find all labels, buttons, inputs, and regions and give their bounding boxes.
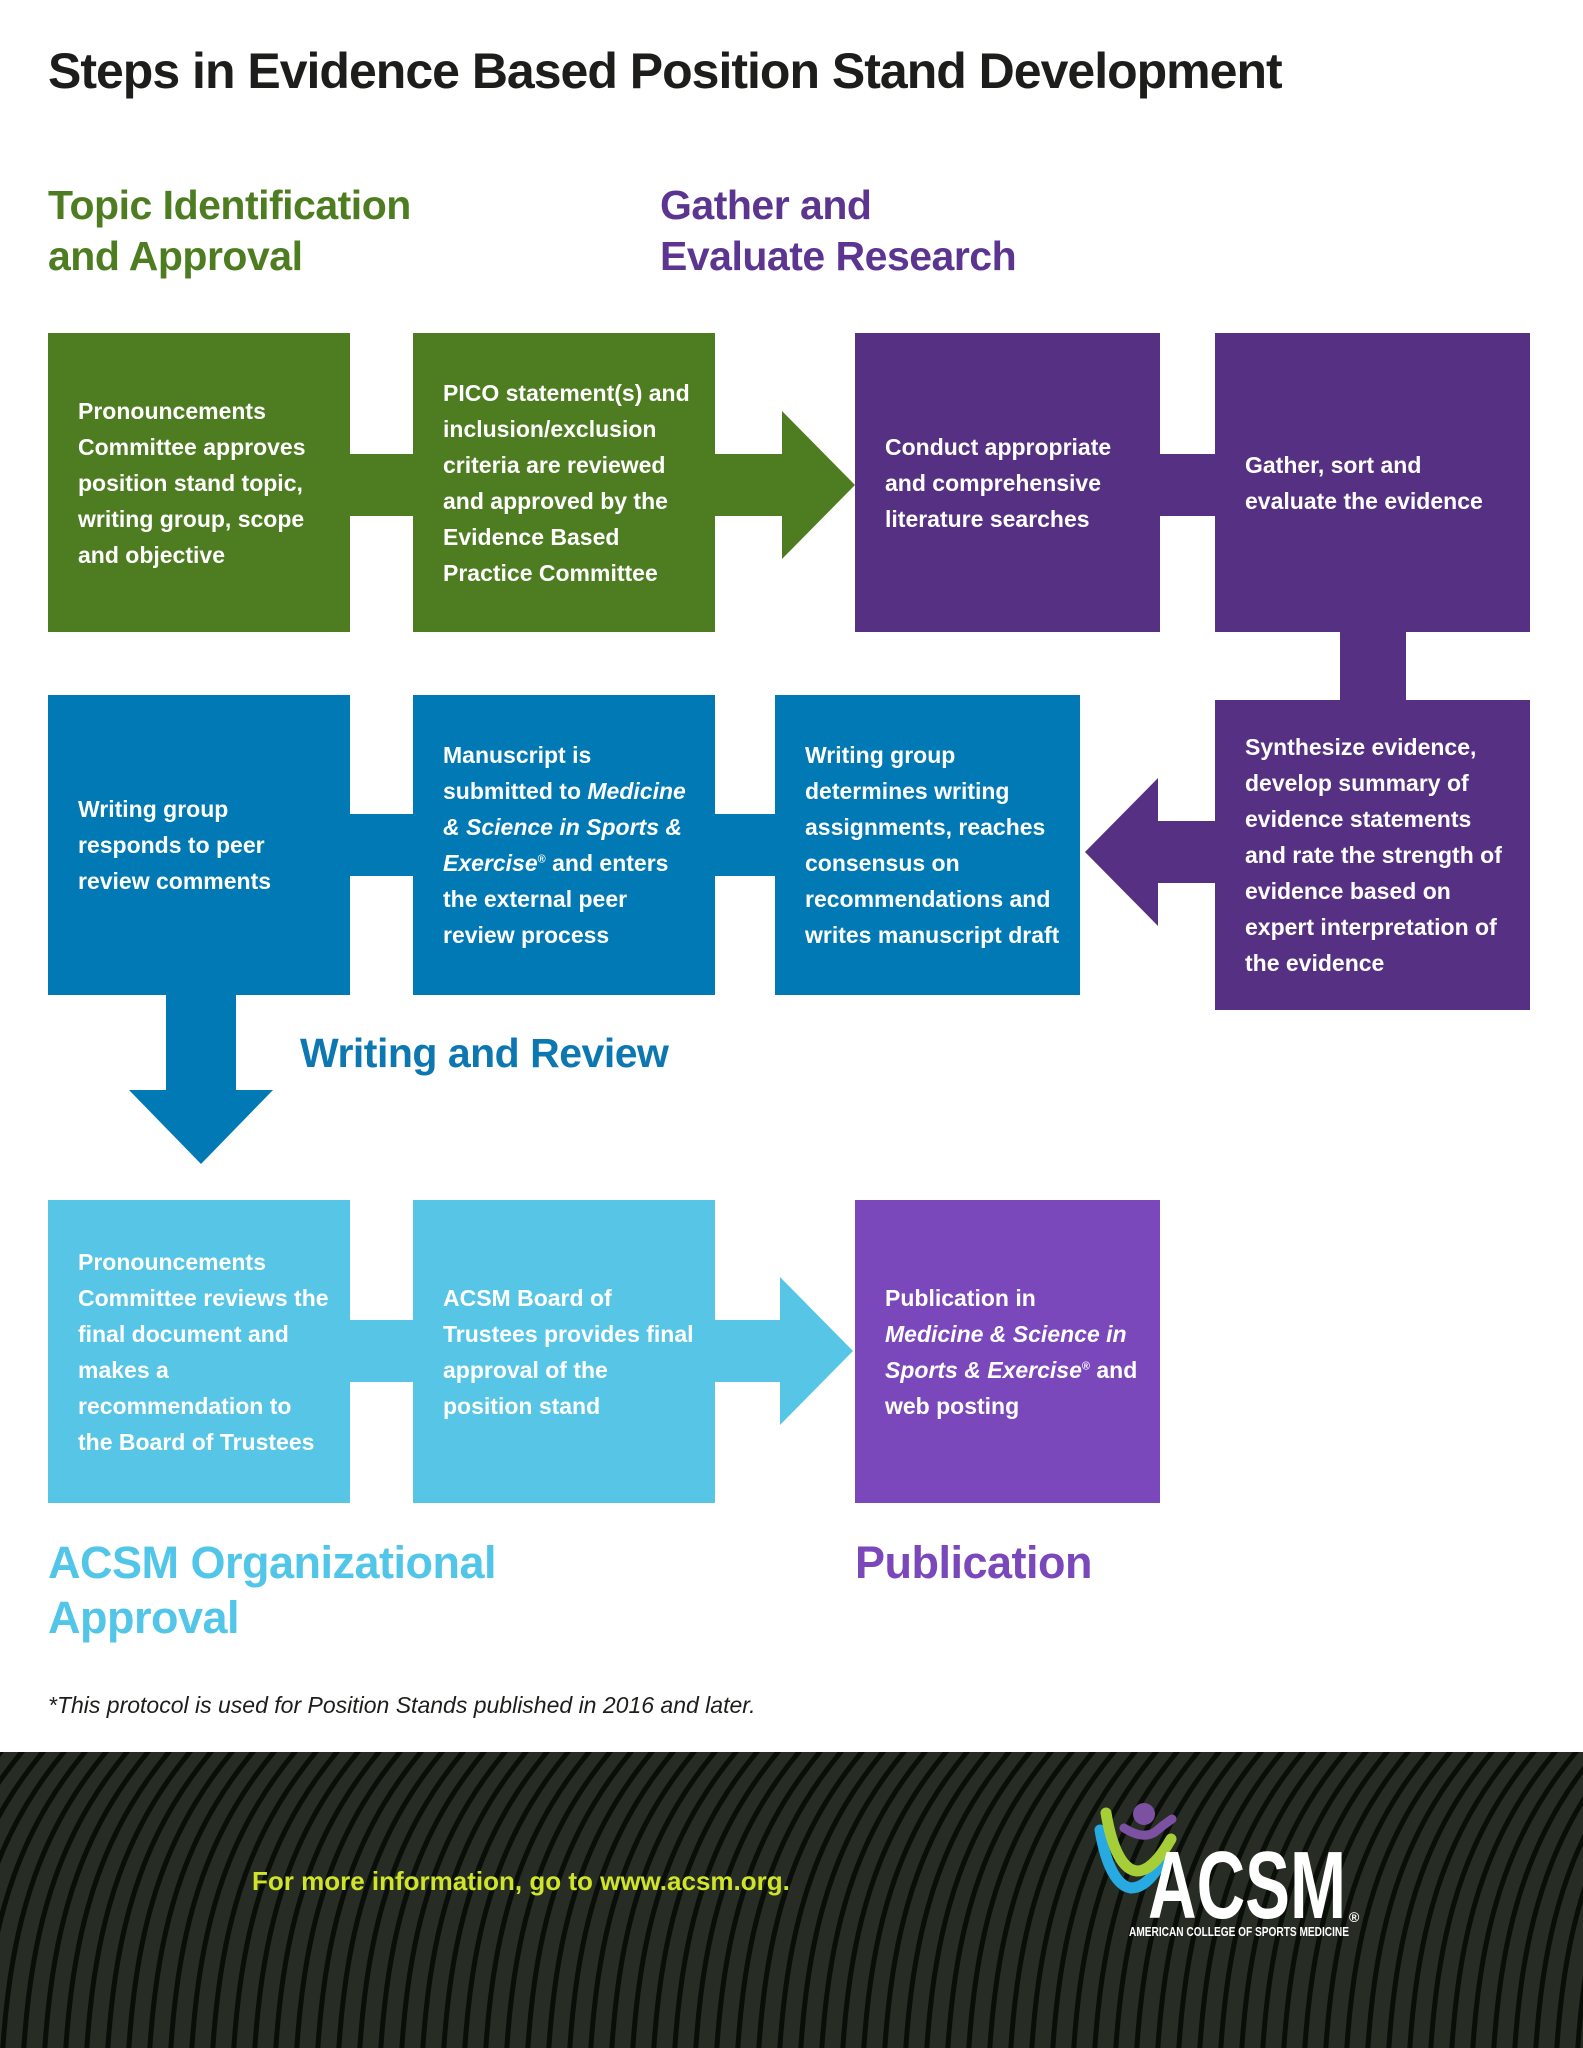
registered-mark: ® <box>1081 1359 1090 1372</box>
flow-box-text: Synthesize evidence, develop summary of … <box>1245 734 1502 976</box>
flow-box-manuscript-submitted: Manuscript is submitted to Medicine & Sc… <box>413 695 715 995</box>
flow-box-pronouncements-reviews: Pronouncements Committee reviews the fin… <box>48 1200 350 1503</box>
logo-blue-swoosh-icon <box>1094 1824 1170 1894</box>
footer-grain-pattern <box>0 1752 1583 2048</box>
connector-lightblue-bridge <box>350 1320 413 1382</box>
flow-box-publication: Publication in Medicine & Science in Spo… <box>855 1200 1160 1503</box>
flow-box-pronouncements-approves: Pronouncements Committee approves positi… <box>48 333 350 632</box>
flow-box-text: Writing group responds to peer review co… <box>78 796 272 894</box>
connector-green-bridge <box>350 454 413 516</box>
section-heading-acsm-approval: ACSM Organizational Approval <box>48 1537 497 1643</box>
flow-box-literature-searches: Conduct appropriate and comprehensive li… <box>855 333 1160 632</box>
flow-box-board-approval: ACSM Board of Trustees provides final ap… <box>413 1200 715 1503</box>
section-heading-gather-evaluate: Gather and Evaluate Research <box>660 182 1017 279</box>
flow-box-pico-statements: PICO statement(s) and inclusion/exclusio… <box>413 333 715 632</box>
flow-box-text: Pronouncements Committee reviews the fin… <box>78 1248 329 1455</box>
connector-purple-down <box>1340 630 1406 702</box>
arrow-right-lightblue-shaft <box>715 1320 780 1382</box>
footer-info-text: For more information, go to www.acsm.org… <box>252 1866 790 1896</box>
journal-name: Medicine & Science in Sports & Exercise <box>443 778 686 876</box>
flow-box-text: Publication in Medicine & Science in Spo… <box>885 1280 1140 1424</box>
page-title: Steps in Evidence Based Position Stand D… <box>48 43 1283 99</box>
logo-figure-head-icon <box>1133 1803 1155 1825</box>
flow-box-text: Pronouncements Committee approves positi… <box>78 397 306 568</box>
arrow-right-green-shaft <box>715 454 782 516</box>
flow-box-gather-sort-evaluate: Gather, sort and evaluate the evidence <box>1215 333 1530 632</box>
registered-mark: ® <box>537 853 546 866</box>
arrow-right-green-icon <box>782 411 855 559</box>
footnote: *This protocol is used for Position Stan… <box>48 1692 756 1718</box>
arrow-down-blue-icon <box>129 1090 273 1164</box>
connector-blue-bridge <box>350 814 413 876</box>
text-segment: Publication in <box>885 1284 1036 1311</box>
logo-tagline: AMERICAN COLLEGE OF SPORTS MEDICINE <box>1129 1925 1349 1939</box>
flow-box-text: ACSM Board of Trustees provides final ap… <box>443 1284 694 1419</box>
flow-box-writing-assignments: Writing group determines writing assignm… <box>775 695 1080 995</box>
flow-box-text: Manuscript is submitted to Medicine & Sc… <box>443 737 695 953</box>
flow-box-text: PICO statement(s) and inclusion/exclusio… <box>443 379 690 586</box>
section-heading-writing-review: Writing and Review <box>300 1030 669 1076</box>
footer: For more information, go to www.acsm.org… <box>0 1752 1583 2048</box>
flow-box-synthesize-evidence: Synthesize evidence, develop summary of … <box>1215 700 1530 1010</box>
logo-figure-arm-icon <box>1119 1814 1177 1840</box>
flow-box-text: Writing group determines writing assignm… <box>805 742 1060 948</box>
arrow-left-purple-icon <box>1085 778 1158 926</box>
text-segment: and web posting <box>885 1356 1138 1419</box>
logo-registered-mark: ® <box>1349 1909 1360 1925</box>
journal-name: Medicine & Science in Sports & Exercise <box>885 1320 1127 1383</box>
arrow-left-purple-shaft <box>1158 821 1215 883</box>
arrow-down-blue-shaft <box>166 993 236 1090</box>
text-segment: Manuscript is submitted to <box>443 742 592 804</box>
connector-blue-bridge <box>713 814 775 876</box>
section-heading-topic-identification: Topic Identification and Approval <box>48 182 411 279</box>
logo-acronym: ACSM <box>1148 1832 1346 1939</box>
text-segment: and enters the external peer review proc… <box>443 850 669 948</box>
logo-green-swoosh-icon <box>1100 1807 1177 1877</box>
flow-box-text: Gather, sort and evaluate the evidence <box>1245 451 1483 514</box>
connector-purple-bridge <box>1160 454 1215 516</box>
acsm-logo: ACSM ® AMERICAN COLLEGE OF SPORTS MEDICI… <box>1094 1803 1360 1939</box>
section-heading-publication: Publication <box>855 1537 1093 1588</box>
arrow-right-lightblue-icon <box>780 1277 853 1425</box>
flow-box-text: Conduct appropriate and comprehensive li… <box>885 433 1112 532</box>
flow-box-responds-peer-review: Writing group responds to peer review co… <box>48 695 350 995</box>
